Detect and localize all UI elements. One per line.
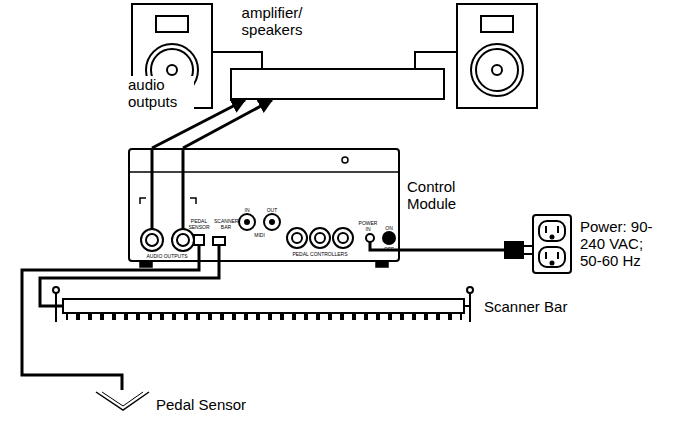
component-box: Control Module [128, 148, 400, 262]
pedal-sensor-shape [95, 390, 150, 412]
component-name: Power: 90-240 VAC; 50-60 Hz [580, 218, 668, 269]
panel-label: OFF [384, 246, 394, 252]
panel-label: ON [385, 225, 393, 231]
component-box: Power: 90-240 VAC; 50-60 Hz [505, 212, 691, 274]
panel-label: OUT [267, 207, 278, 213]
cable [22, 262, 199, 390]
wall-outlet [533, 215, 571, 273]
panel-label: PEDAL SENSOR [187, 218, 211, 230]
panel-label: PEDAL CONTROLLERS [292, 251, 347, 257]
component-box: Pedal Sensor [95, 390, 150, 412]
cable [183, 100, 272, 148]
component-box: Scanner Bar [62, 298, 465, 314]
panel-label: IN [245, 207, 250, 213]
component-name: Scanner Bar [484, 298, 567, 315]
component-name: Control Module [407, 178, 479, 212]
right-speaker [457, 4, 537, 108]
edge-label: audio outputs [126, 76, 194, 110]
panel-label: SCANNER BAR [214, 218, 238, 230]
speaker-wire [212, 52, 457, 68]
component-name: Pedal Sensor [156, 396, 246, 413]
module-jacks [141, 214, 395, 251]
power-adapter [505, 242, 533, 258]
component-box: amplifier/ speakers [230, 68, 445, 100]
component-name: amplifier/ speakers [227, 4, 317, 38]
panel-label: AUDIO OUTPUTS [146, 253, 187, 259]
module-details [129, 157, 399, 267]
cable [400, 249, 505, 252]
panel-label: POWER IN [358, 220, 378, 232]
panel-label: MIDI [254, 232, 265, 238]
cable-stub [152, 148, 400, 262]
scanner-bar-detail [53, 287, 473, 322]
